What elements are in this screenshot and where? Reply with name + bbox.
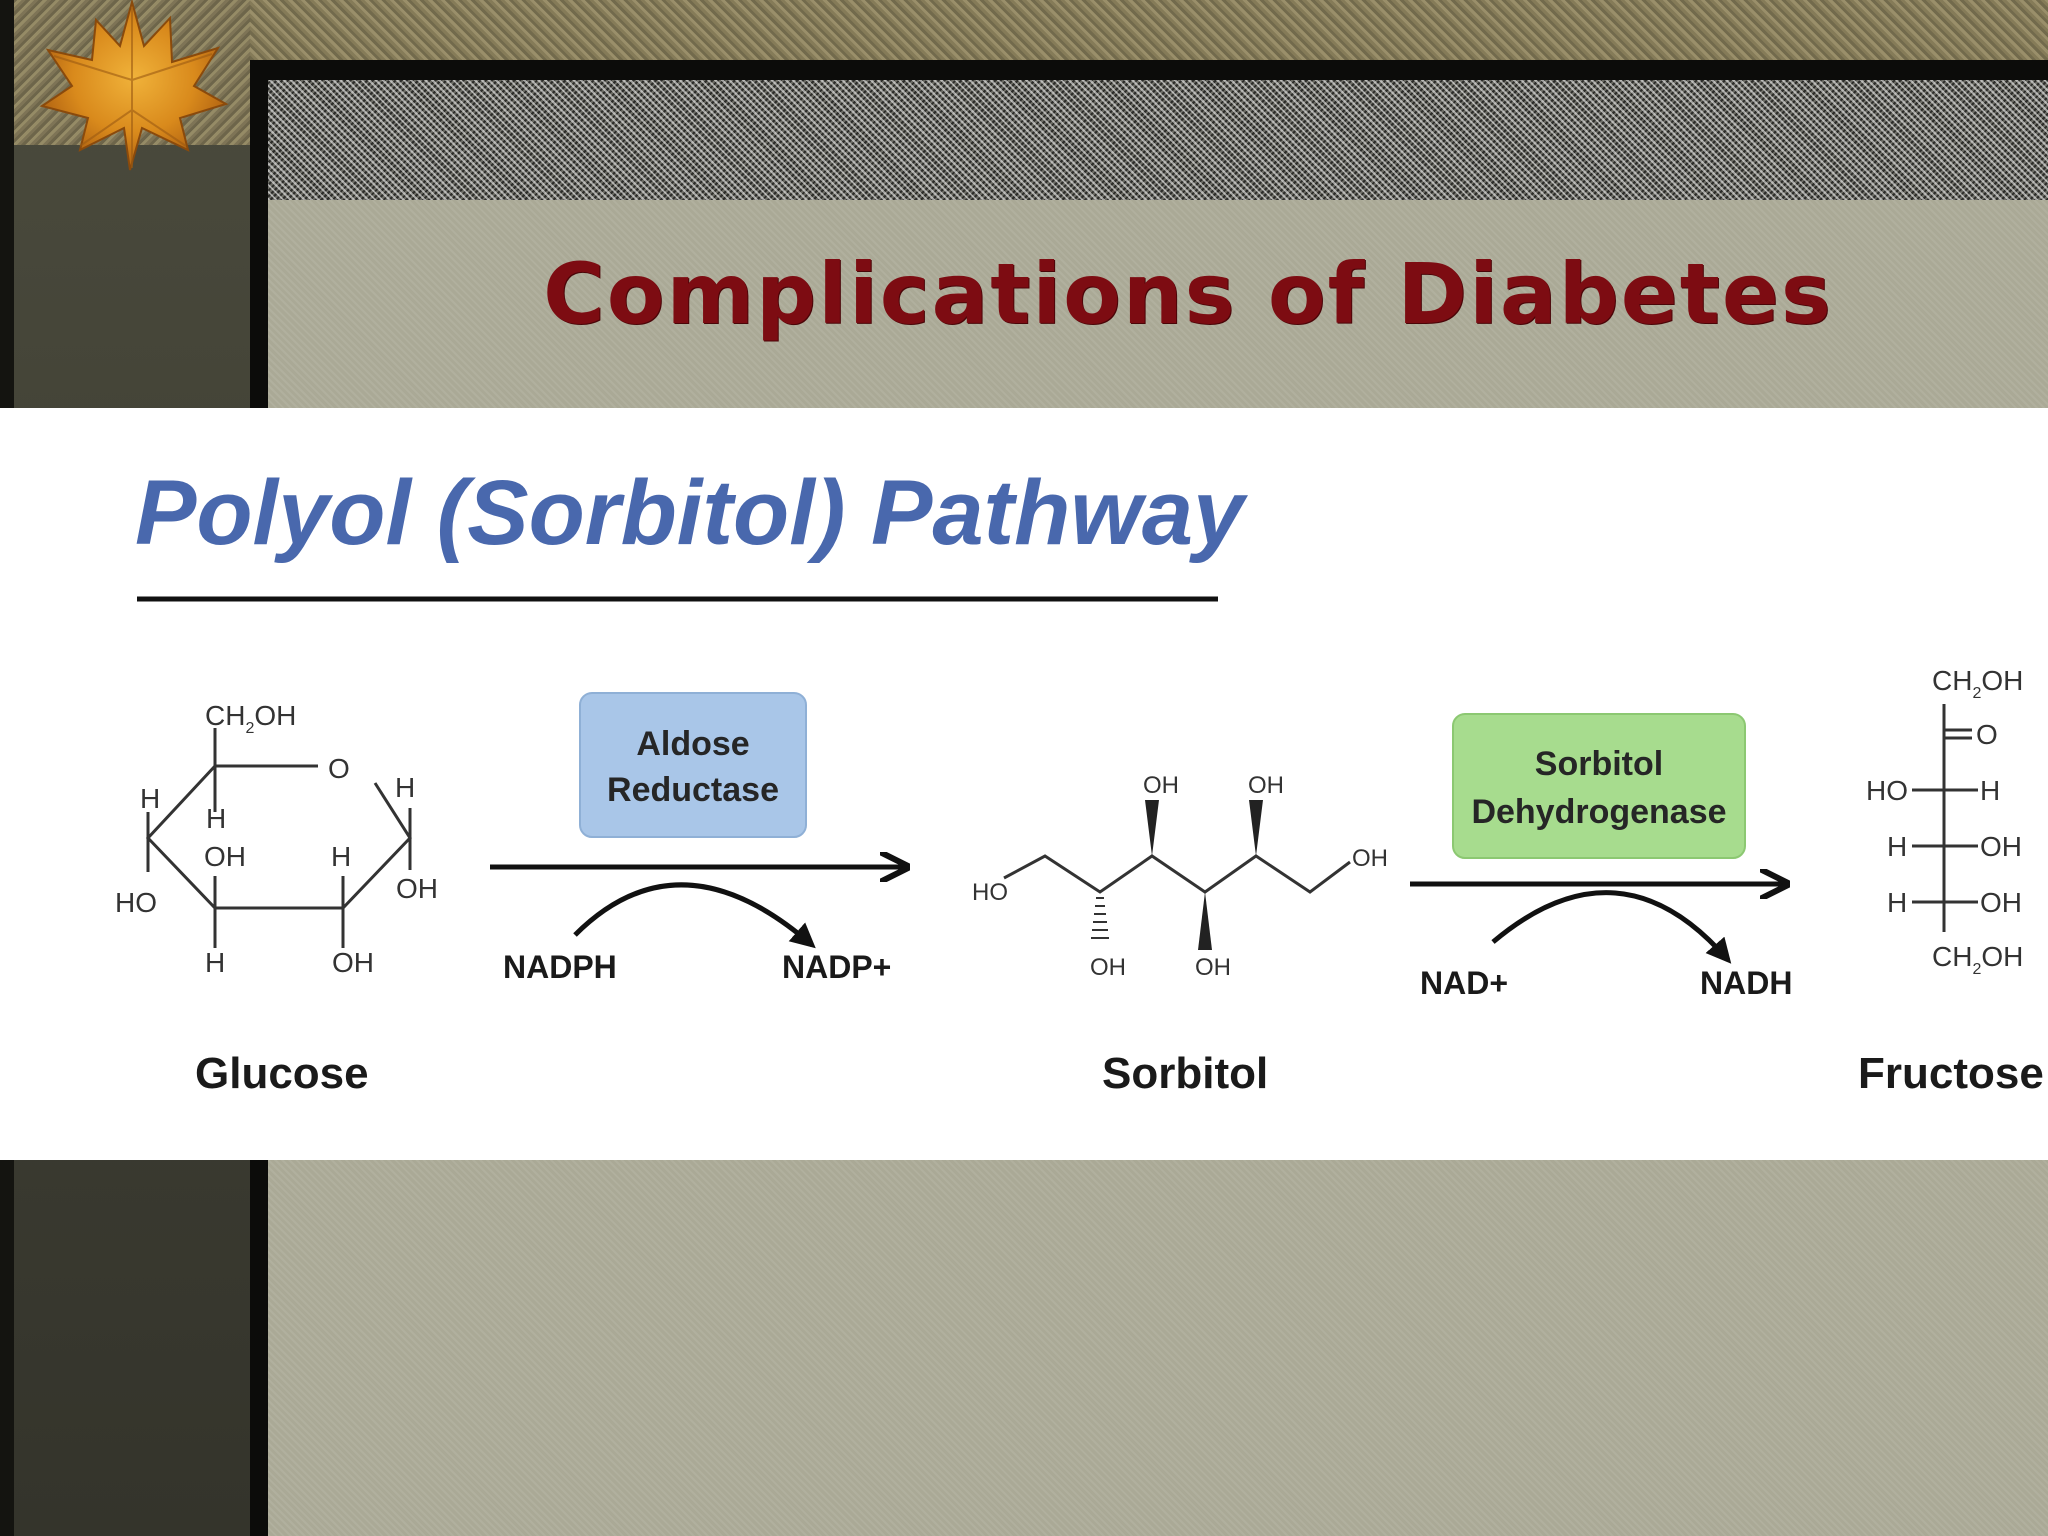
glucose-oh-label: OH [204,841,246,872]
glucose-h-label: H [206,803,226,834]
fructose-ch2oh-label: CH2OH [1932,665,2023,702]
maple-leaf-icon [39,0,229,171]
enzyme-label-line2: Dehydrogenase [1471,793,1726,831]
sorbitol-oh-label: OH [1090,954,1126,981]
enzyme-label-line2: Reductase [607,771,779,809]
sorbitol-name: Sorbitol [1102,1049,1268,1098]
glucose-oh-label: OH [332,947,374,978]
sorbitol-structure: OH OH OH HO OH OH [972,772,1388,981]
glucose-h-label: H [140,783,160,814]
cofactor-curve-arrow [573,882,816,949]
top-texture-band [0,0,2048,60]
slide-title: Complications of Diabetes [543,245,1833,343]
cofactor-out-label: NADP+ [782,949,891,985]
aldose-reductase-box [579,692,807,838]
enzyme-label-line1: Aldose [636,725,749,763]
glucose-ring-oxygen: O [328,753,350,784]
sorbitol-oh-label: OH [1195,954,1231,981]
bottom-texture-band [268,1160,2048,1536]
cofactor-in-label: NAD+ [1420,965,1508,1001]
enzyme-label-line1: Sorbitol [1535,745,1663,783]
fructose-ch2oh-label: CH2OH [1932,941,2023,978]
glucose-h-label: H [395,772,415,803]
black-frame-left [250,60,268,408]
glucose-oh-label: OH [396,873,438,904]
fructose-oh-label: OH [1980,831,2022,862]
fructose-ketone-oxygen: O [1976,719,1998,750]
sorbitol-dehydrogenase-reaction: Sorbitol Dehydrogenase NAD+ NADH [1410,713,1792,1001]
title-band [268,200,2048,408]
glucose-h-label: H [331,841,351,872]
glucose-name: Glucose [195,1049,369,1098]
fructose-oh-label: OH [1980,887,2022,918]
noise-texture-band [268,80,2048,200]
glucose-h-label: H [205,947,225,978]
aldose-reductase-reaction: Aldose Reductase NADPH NADP+ [490,692,904,985]
black-frame-top [250,60,2048,80]
fructose-h-label: H [1887,887,1907,918]
sorbitol-dehydrogenase-box [1452,713,1746,859]
fructose-h-label: H [1980,775,2000,806]
cofactor-in-label: NADPH [503,949,617,985]
glucose-ch2oh-label: CH2OH [205,700,296,737]
fructose-h-label: H [1887,831,1907,862]
sorbitol-ho-label: HO [972,879,1008,906]
cofactor-out-label: NADH [1700,965,1792,1001]
glucose-ho-label: HO [115,887,157,918]
sorbitol-oh-label: OH [1352,845,1388,872]
fructose-ho-label: HO [1866,775,1908,806]
fructose-structure: CH2OH O HO H H OH H OH CH2OH [1866,665,2023,978]
glucose-structure: CH2OH O H H H OH H HO OH H OH [115,700,438,978]
sorbitol-oh-label: OH [1143,772,1179,799]
fructose-name: Fructose [1858,1049,2044,1098]
sorbitol-oh-label: OH [1248,772,1284,799]
pathway-heading: Polyol (Sorbitol) Pathway [135,462,1248,564]
bottom-left-edge [250,1160,268,1536]
cofactor-curve-arrow [1491,890,1732,964]
